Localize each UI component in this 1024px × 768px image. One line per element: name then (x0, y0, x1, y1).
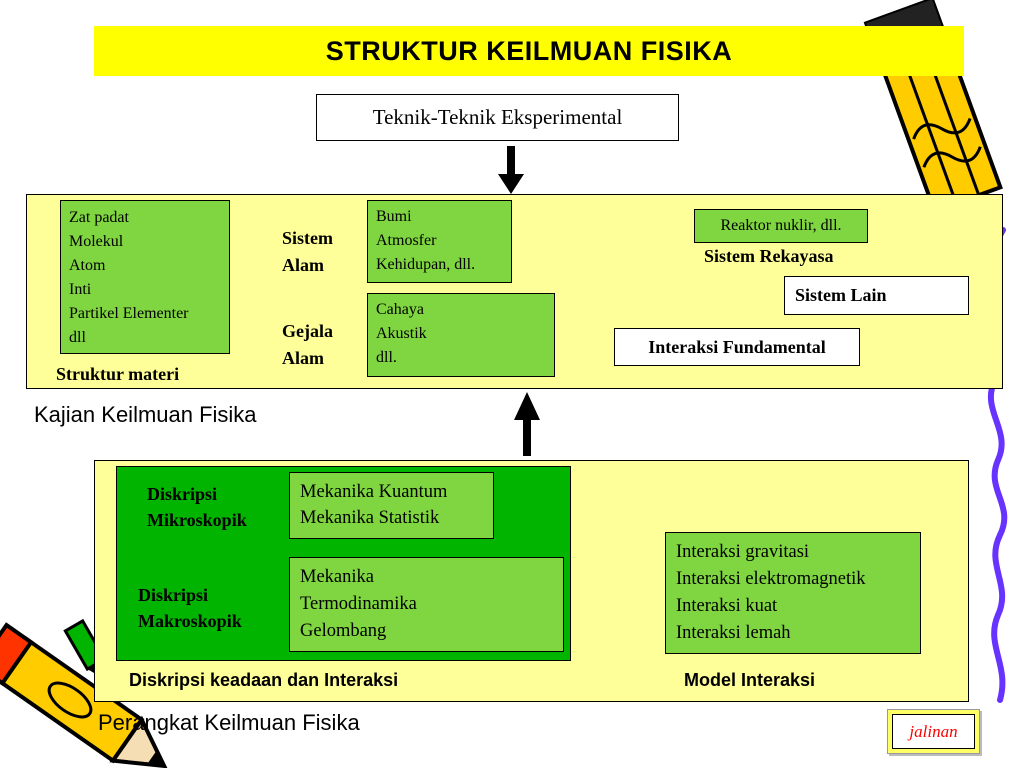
makro-label: Diskripsi Makroskopik (138, 585, 242, 631)
struktur-materi-item: dll (69, 329, 86, 346)
kajian-caption: Kajian Keilmuan Fisika (34, 402, 257, 427)
diskripsi-caption: Diskripsi keadaan dan Interaksi (129, 670, 399, 690)
makro-box: Mekanika Termodinamika Gelombang (289, 557, 564, 652)
reaktor-box: Reaktor nuklir, dll. (694, 209, 868, 243)
gejala-alam-item: dll. (376, 349, 397, 366)
interaksi-item: Interaksi elektromagnetik (676, 569, 866, 589)
interaksi-fundamental-box: Interaksi Fundamental (614, 328, 860, 366)
interaksi-box: Interaksi gravitasi Interaksi elektromag… (665, 532, 921, 654)
makro-item: Gelombang (300, 621, 387, 641)
interaksi-item: Interaksi gravitasi (676, 542, 810, 562)
makro-item: Mekanika (300, 567, 374, 587)
sistem-alam-item: Bumi (376, 208, 412, 225)
sistem-alam-item: Atmosfer (376, 232, 437, 249)
jalinan-label: jalinan (909, 721, 958, 741)
sistem-alam-item: Kehidupan, dll. (376, 256, 476, 273)
interaksi-item: Interaksi lemah (676, 623, 791, 643)
struktur-materi-item: Molekul (69, 233, 124, 250)
struktur-materi-item: Zat padat (69, 209, 129, 226)
page-title: STRUKTUR KEILMUAN FISIKA (94, 26, 964, 76)
jalinan-badge[interactable]: jalinan (887, 709, 980, 754)
sistem-rekayasa-label: Sistem Rekayasa (704, 246, 834, 266)
interaksi-item: Interaksi kuat (676, 596, 778, 616)
experimental-techniques-box: Teknik-Teknik Eksperimental (316, 94, 679, 141)
gejala-alam-label: Gejala Alam (282, 321, 333, 368)
pencil-icon-left (0, 622, 168, 768)
experimental-techniques-label: Teknik-Teknik Eksperimental (372, 105, 623, 129)
struktur-materi-item: Atom (69, 257, 106, 274)
perangkat-caption: Perangkat Keilmuan Fisika (98, 710, 360, 735)
sistem-alam-box: Bumi Atmosfer Kehidupan, dll. (367, 200, 512, 283)
reaktor-label: Reaktor nuklir, dll. (720, 217, 842, 234)
struktur-materi-item: Partikel Elementer (69, 305, 189, 322)
sistem-alam-label: Sistem Alam (282, 228, 333, 275)
jalinan-inner: jalinan (892, 714, 975, 749)
mikro-item: Mekanika Kuantum (300, 482, 448, 502)
gejala-alam-box: Cahaya Akustik dll. (367, 293, 555, 377)
interaksi-fundamental-label: Interaksi Fundamental (648, 336, 826, 357)
mikro-label: Diskripsi Mikroskopik (147, 484, 247, 530)
gejala-alam-item: Cahaya (376, 301, 424, 318)
down-arrow-icon (498, 146, 524, 194)
struktur-materi-box: Zat padat Molekul Atom Inti Partikel Ele… (60, 200, 230, 354)
sistem-lain-box: Sistem Lain (784, 276, 969, 315)
makro-item: Termodinamika (300, 594, 417, 614)
up-arrow-icon (514, 392, 540, 456)
gejala-alam-item: Akustik (376, 325, 427, 342)
sistem-lain-label: Sistem Lain (795, 285, 887, 305)
mikro-box: Mekanika Kuantum Mekanika Statistik (289, 472, 494, 539)
mikro-item: Mekanika Statistik (300, 508, 440, 528)
model-interaksi-caption: Model Interaksi (684, 670, 816, 690)
struktur-materi-label: Struktur materi (56, 364, 180, 384)
struktur-materi-item: Inti (69, 281, 92, 298)
